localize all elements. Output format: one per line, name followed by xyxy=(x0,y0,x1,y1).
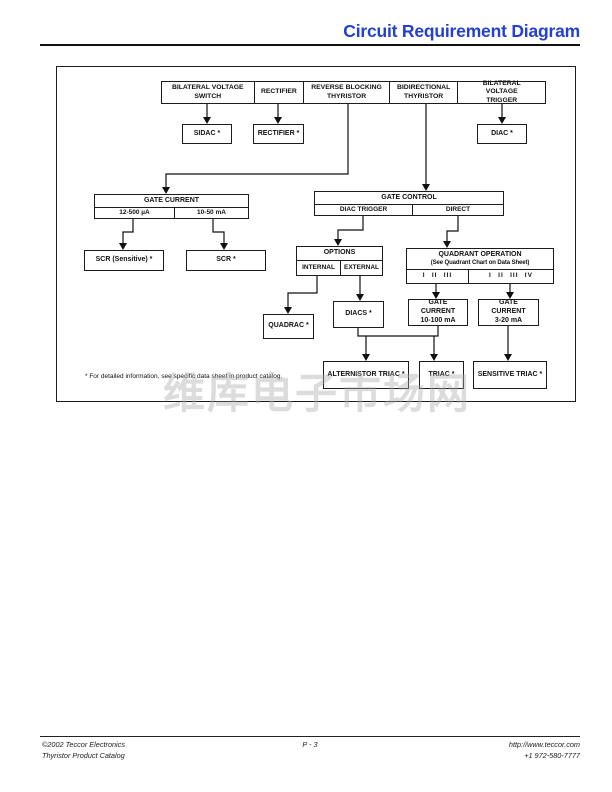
table-options: OPTIONS INTERNAL EXTERNAL xyxy=(296,246,383,276)
node-scr-sensitive: SCR (Sensitive) * xyxy=(84,250,164,271)
gate-control-direct-cell: DIRECT xyxy=(412,205,503,216)
title-rule xyxy=(40,44,580,46)
footer-page-number: P - 3 xyxy=(302,740,318,749)
node-diacs: DIACS * xyxy=(333,301,384,328)
page-title: Circuit Requirement Diagram xyxy=(343,21,580,41)
node-quadrac: QUADRAC * xyxy=(263,314,314,339)
cell-bilateral-voltage-switch: BILATERAL VOLTAGE SWITCH xyxy=(171,84,244,100)
footer-phone: +1 972-580-7777 xyxy=(524,750,580,760)
footer-right: http://www.teccor.com +1 972-580-7777 xyxy=(509,740,580,762)
footer-catalog-name: Thyristor Product Catalog xyxy=(42,750,125,760)
node-gate-current-3-20: GATE CURRENT 3-20 mA xyxy=(478,299,539,326)
options-header: OPTIONS xyxy=(297,247,382,261)
options-internal-cell: INTERNAL xyxy=(302,263,335,271)
gate-current-low-cell: 12-500 µA xyxy=(119,209,150,217)
node-sidac: SIDAC * xyxy=(182,124,232,144)
table-quadrant-operation: QUADRANT OPERATION (See Quadrant Chart o… xyxy=(406,248,554,284)
footer-copyright: ©2002 Teccor Electronics xyxy=(42,740,125,749)
footer-left: ©2002 Teccor Electronics Thyristor Produ… xyxy=(42,740,125,762)
cell-reverse-blocking-thyristor: REVERSE BLOCKING THYRISTOR xyxy=(303,82,389,103)
quadrant-subheader: (See Quadrant Chart on Data Sheet) xyxy=(430,259,530,266)
footnote: * For detailed information, see specific… xyxy=(85,373,283,380)
connector-lines xyxy=(119,104,514,361)
gate-current-header: GATE CURRENT xyxy=(95,195,248,208)
node-alternistor-triac: ALTERNISTOR TRIAC * xyxy=(323,361,409,389)
footer-rule xyxy=(40,736,580,738)
gate-current-high-cell: 10-50 mA xyxy=(174,208,248,219)
node-triac: TRIAC * xyxy=(419,361,464,389)
cell-bidirectional-thyristor: BIDIRECTIONAL THYRISTOR xyxy=(388,82,458,103)
circuit-requirement-diagram: BILATERAL VOLTAGE SWITCH RECTIFIER REVER… xyxy=(56,66,576,402)
quadrant-i-ii-iii-iv-cell: I II III IV xyxy=(468,270,553,283)
footer-url: http://www.teccor.com xyxy=(508,740,580,749)
gate-control-diac-trigger-cell: DIAC TRIGGER xyxy=(339,206,388,214)
device-family-row: BILATERAL VOLTAGE SWITCH RECTIFIER REVER… xyxy=(161,80,546,104)
node-scr: SCR * xyxy=(186,250,266,271)
quadrant-header: QUADRANT OPERATION xyxy=(438,250,522,258)
table-gate-current: GATE CURRENT 12-500 µA 10-50 mA xyxy=(94,194,249,219)
node-rectifier: RECTIFIER * xyxy=(253,124,304,144)
node-gate-current-10-100: GATE CURRENT 10-100 mA xyxy=(408,299,468,326)
table-gate-control: GATE CONTROL DIAC TRIGGER DIRECT xyxy=(314,191,504,216)
cell-bilateral-voltage-trigger: BILATERAL VOLTAGE TRIGGER xyxy=(457,80,545,104)
options-external-cell: EXTERNAL xyxy=(340,261,382,275)
node-diac: DIAC * xyxy=(477,124,527,144)
quadrant-i-ii-iii-cell: I II III xyxy=(422,272,453,280)
node-sensitive-triac: SENSITIVE TRIAC * xyxy=(473,361,547,389)
gate-control-header: GATE CONTROL xyxy=(315,192,503,205)
cell-rectifier: RECTIFIER xyxy=(253,82,304,103)
